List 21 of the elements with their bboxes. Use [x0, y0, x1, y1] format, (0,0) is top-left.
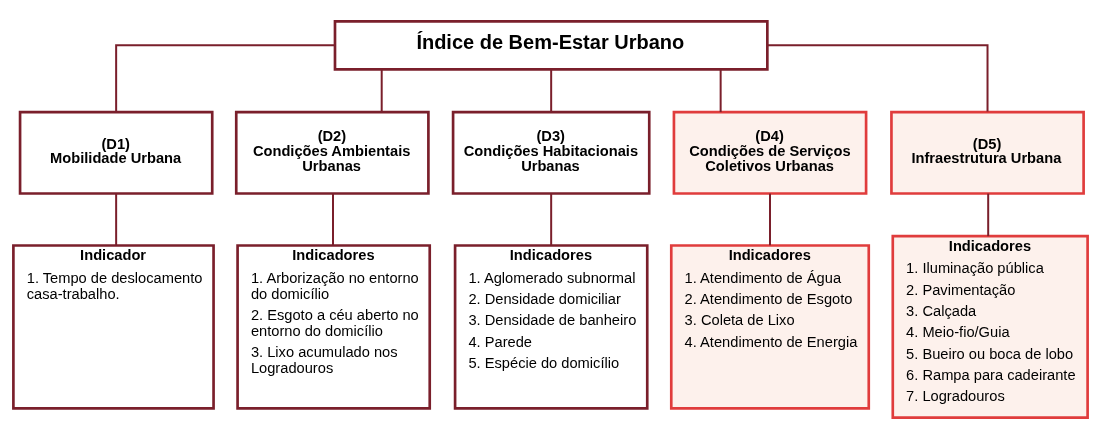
node-box: Indicadores 1. Iluminação pública 2. Pavimentação 3. Calçada 4. Meio-fio/Guia 5. Bueiro ou boca de lobo 6. Rampa para cadeirante 7. Logradouros — [891, 234, 1089, 419]
connector — [766, 43, 989, 113]
connector — [332, 192, 334, 246]
node-box: (D5) Infraestrutura Urbana — [890, 110, 1085, 195]
connector — [719, 68, 722, 113]
connector — [380, 68, 383, 113]
connector — [550, 68, 553, 113]
node-box: (D2) Condições Ambientais Urbanas — [234, 110, 430, 195]
connector — [115, 43, 336, 113]
node-box: (D1) Mobilidade Urbana — [18, 110, 214, 195]
node-box: Índice de Bem-Estar Urbano — [333, 19, 769, 71]
connector — [550, 192, 553, 246]
connector — [115, 192, 118, 246]
node-box: (D3) Condições Habitacionais Urbanas — [451, 110, 651, 195]
connector — [987, 192, 990, 237]
node-box: Indicadores 1. Aglomerado subnormal 2. Densidade domiciliar 3. Densidade de banheiro 4. Parede 5. Espécie do domicílio — [453, 243, 649, 410]
node-box: Indicadores 1. Arborização no entorno do domicílio 2. Esgoto a céu aberto no entorno do domicílio 3. Lixo acumulado nos Logradouros — [236, 243, 432, 410]
node-box: Indicador 1. Tempo de deslocamento casa-trabalho. — [12, 243, 215, 410]
node-box: Indicadores 1. Atendimento de Água 2. Atendimento de Esgoto 3. Coleta de Lixo 4. Atendimento de Energia — [669, 243, 871, 410]
node-box: (D4) Condições de Serviços Coletivos Urbanas — [672, 110, 868, 195]
connector — [769, 192, 771, 246]
